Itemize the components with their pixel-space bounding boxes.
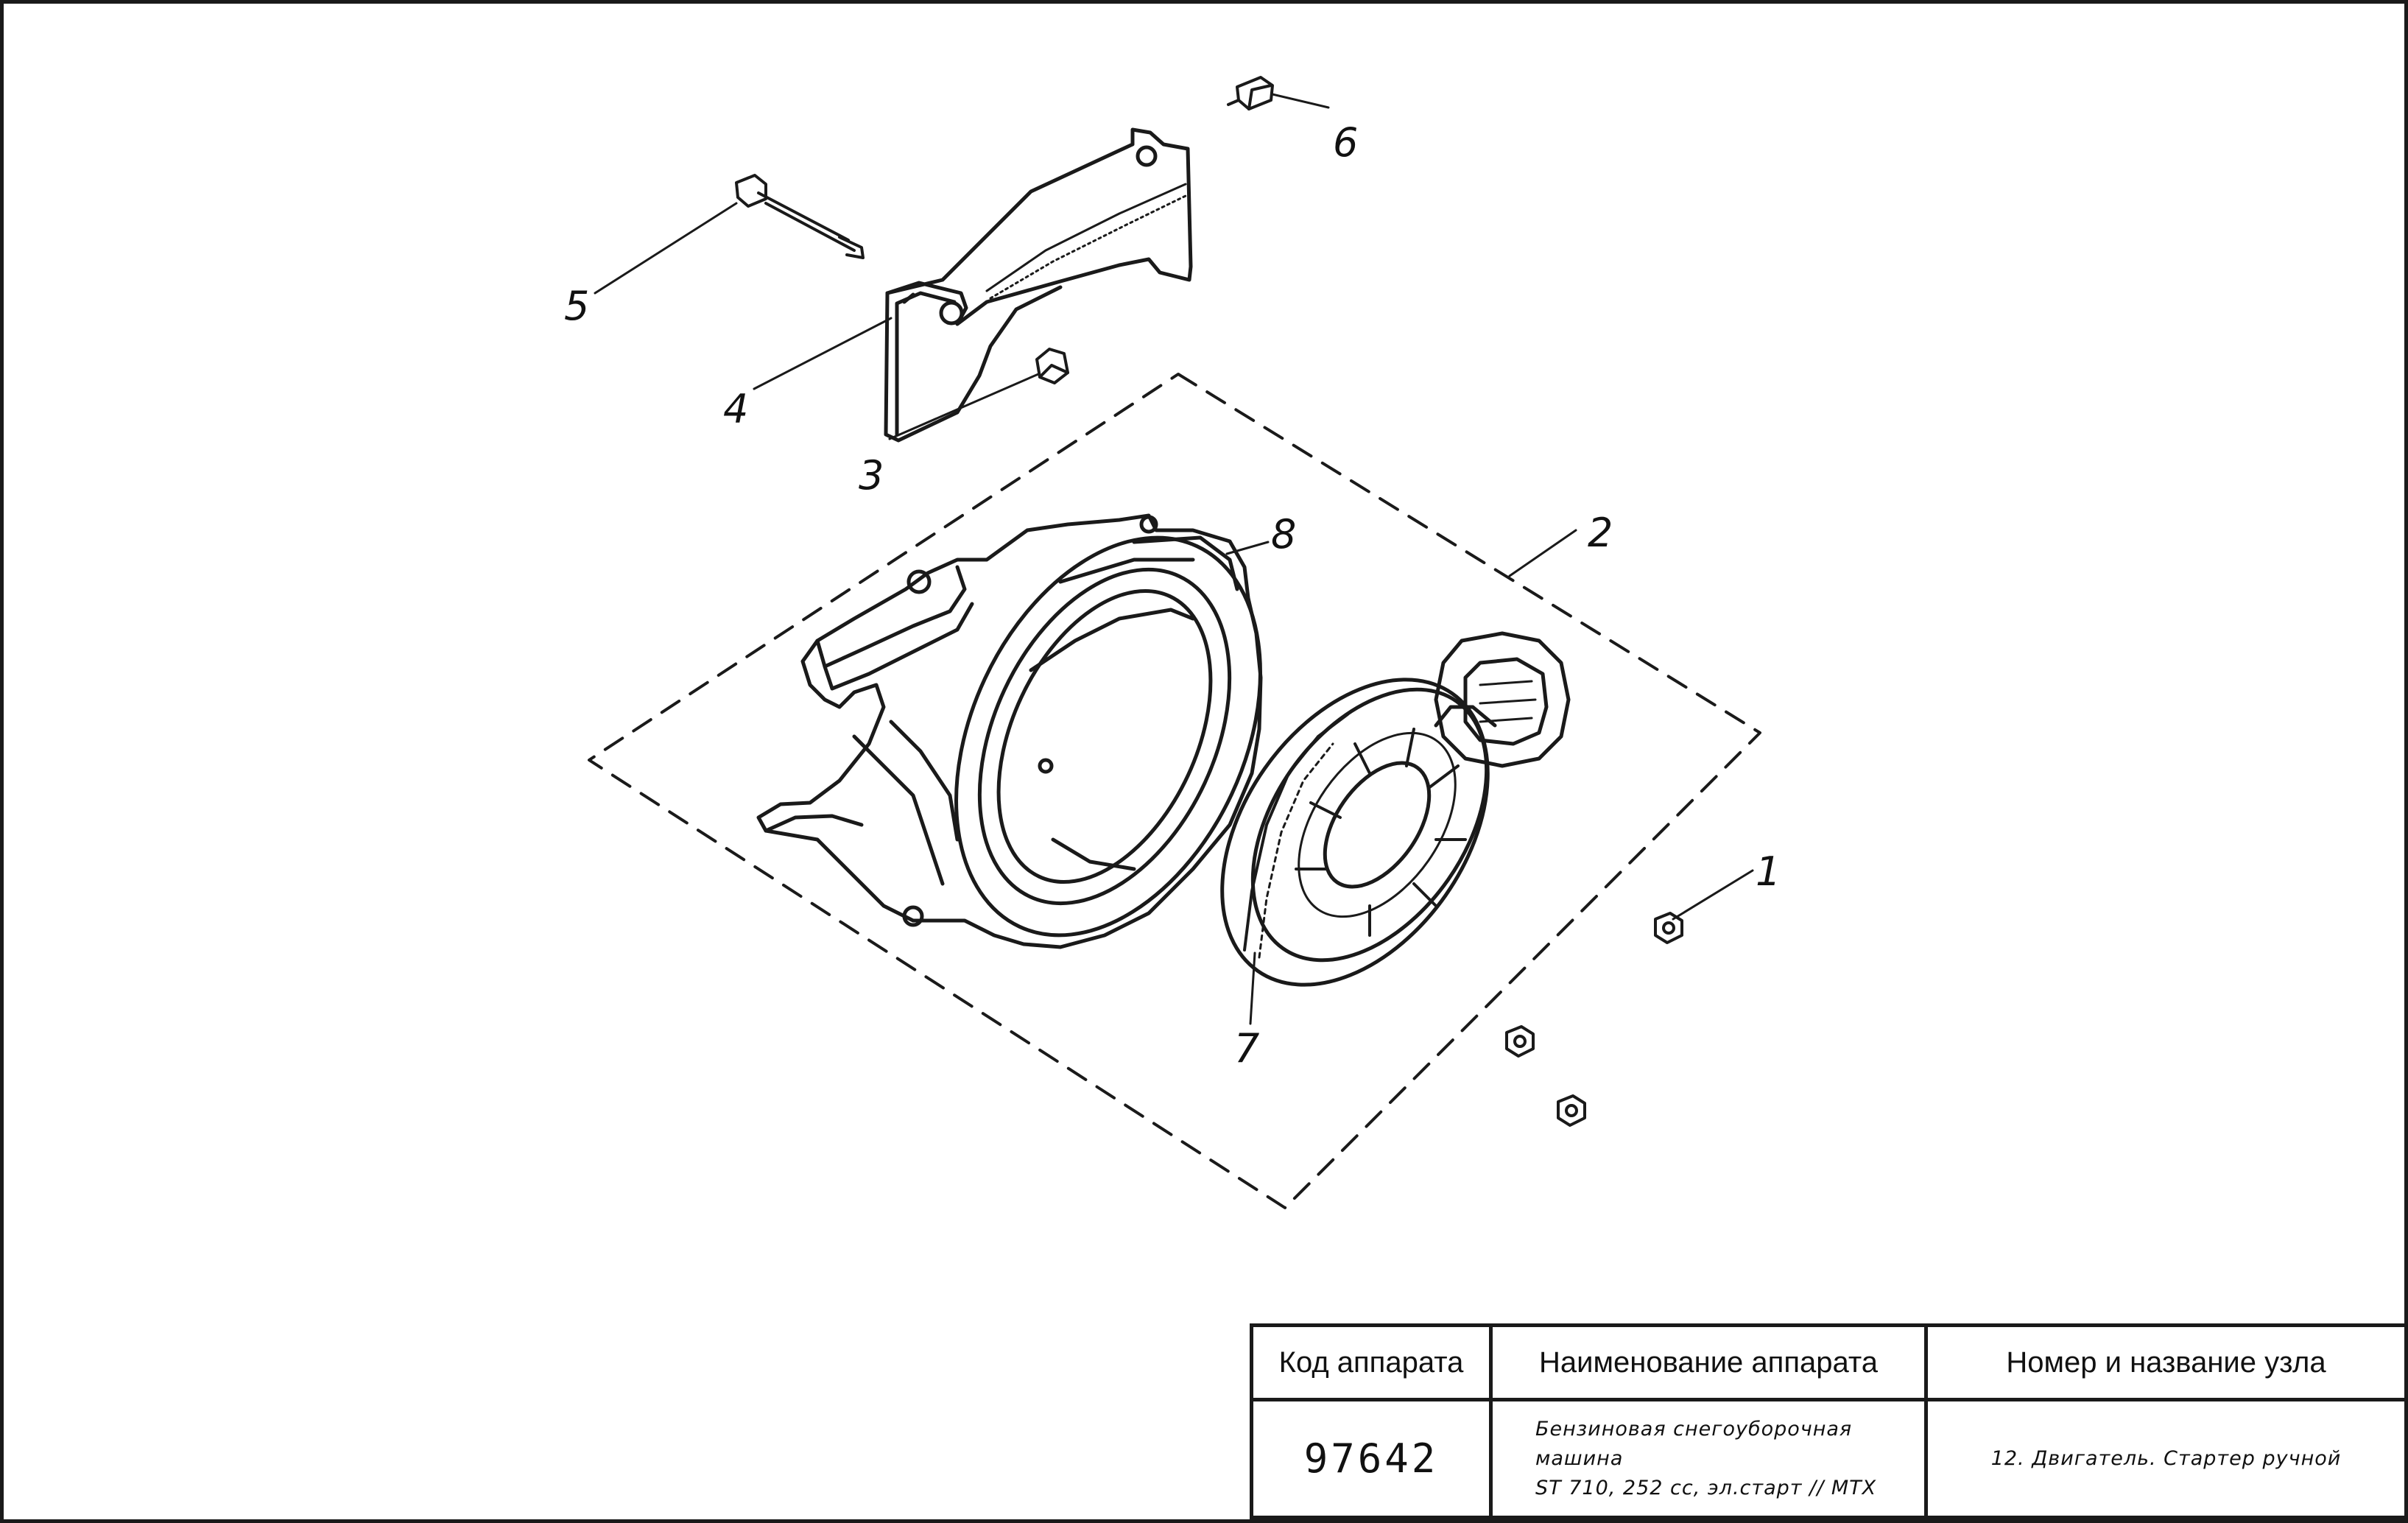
unit-name-value: 12. Двигатель. Стартер ручной: [1924, 1398, 2408, 1519]
callout-1: 1: [1756, 848, 1781, 895]
part-8-fan-housing: [756, 513, 1263, 949]
header-unit-name: Номер и название узла: [1924, 1323, 2408, 1401]
part-5-bolt: [735, 174, 865, 259]
callout-2: 2: [1588, 510, 1613, 556]
callout-3: 3: [859, 452, 884, 499]
part-7-recoil-starter: [1220, 631, 1571, 987]
part-3-spacer: [1035, 348, 1069, 384]
header-device-name: Наименование аппарата: [1489, 1323, 1928, 1401]
part-6-bolt: [1227, 76, 1274, 110]
part-1-nut-c: [1557, 1094, 1586, 1127]
leader-lines: [594, 93, 1754, 1025]
device-code-value: 97642: [1250, 1398, 1493, 1519]
device-name-value: Бензиновая снегоуборочная машина ST 710,…: [1489, 1398, 1928, 1519]
callout-numbers: 1 2 3 4 5 6 7 8: [564, 119, 1781, 1072]
assembly-boundary-dashed: [588, 373, 1761, 1209]
callout-6: 6: [1333, 119, 1358, 166]
header-device-code: Код аппарата: [1250, 1323, 1493, 1401]
callout-8: 8: [1271, 511, 1296, 558]
device-name-line-1: Бензиновая снегоуборочная машина: [1535, 1417, 1853, 1470]
callout-4: 4: [723, 386, 748, 432]
device-name-line-2: ST 710, 252 cc, эл.старт // MTX: [1535, 1476, 1877, 1499]
title-block: Код аппарата Наименование аппарата Номер…: [1250, 1323, 2408, 1519]
part-4-bracket: [884, 127, 1193, 443]
callout-7: 7: [1234, 1025, 1259, 1072]
callout-5: 5: [564, 283, 589, 329]
part-1-nut-a: [1654, 912, 1683, 944]
part-1-nut-b: [1505, 1025, 1535, 1058]
